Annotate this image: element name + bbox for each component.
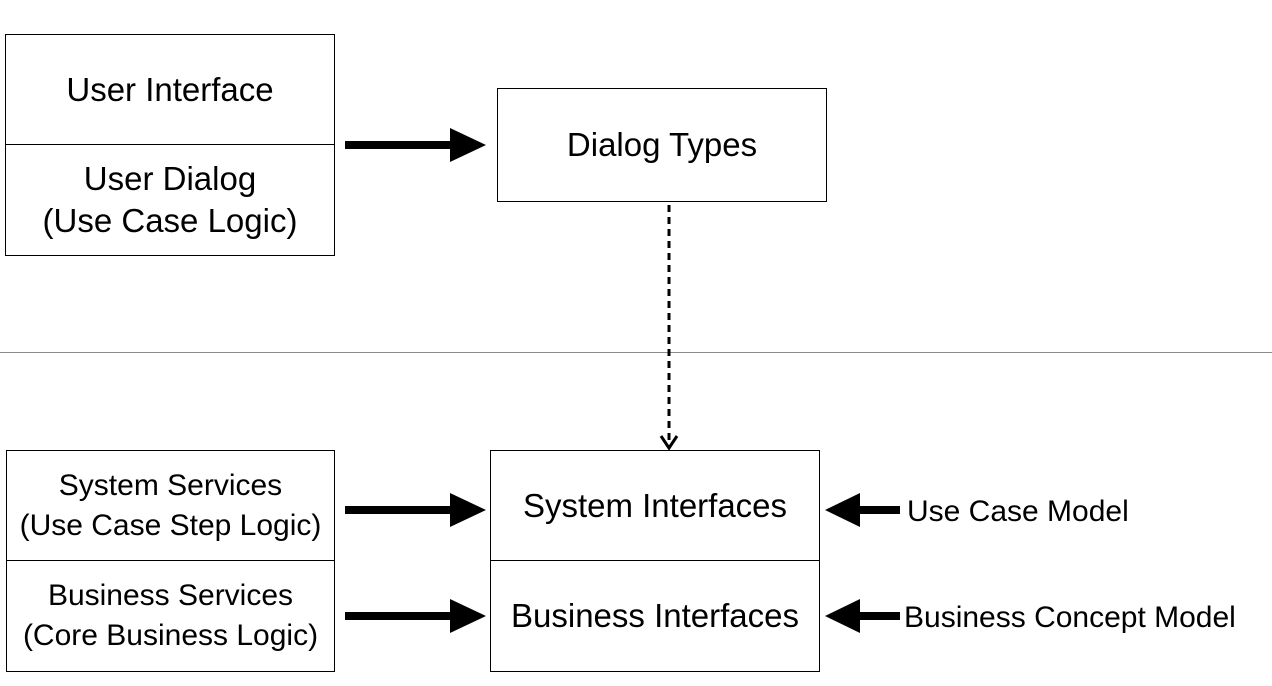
business-services-cell: Business Services (Core Business Logic) — [7, 561, 334, 671]
box-divider — [491, 560, 819, 561]
services-box: System Services (Use Case Step Logic) Bu… — [6, 450, 335, 672]
dialog-types-box: Dialog Types — [497, 88, 827, 202]
user-interface-dialog-box: User Interface User Dialog (Use Case Log… — [5, 34, 335, 256]
business-interfaces-cell: Business Interfaces — [491, 561, 819, 671]
arrow-business-concept-model-to-business-interfaces — [825, 599, 900, 633]
interfaces-box: System Interfaces Business Interfaces — [490, 450, 820, 672]
arrow-ui-to-dialog-types — [345, 128, 486, 162]
arrow-use-case-model-to-system-interfaces — [825, 493, 900, 527]
dialog-types-label: Dialog Types — [566, 126, 758, 163]
dashed-arrow-dialog-types-to-system-interfaces — [659, 205, 679, 451]
arrow-system-services-to-interfaces — [345, 493, 486, 527]
user-dialog-label: User Dialog (Use Case Logic) — [42, 160, 298, 239]
business-concept-model-label: Business Concept Model — [904, 601, 1236, 634]
system-services-label: System Services (Use Case Step Logic) — [19, 468, 322, 542]
business-interfaces-label: Business Interfaces — [511, 597, 799, 634]
system-services-cell: System Services (Use Case Step Logic) — [7, 451, 334, 560]
system-interfaces-label: System Interfaces — [522, 486, 788, 524]
dialog-types-cell: Dialog Types — [498, 89, 826, 201]
user-interface-label: User Interface — [66, 70, 274, 108]
box-divider — [6, 144, 334, 145]
business-services-label: Business Services (Core Business Logic) — [22, 579, 319, 652]
user-dialog-cell: User Dialog (Use Case Logic) — [6, 145, 334, 255]
use-case-model-label: Use Case Model — [907, 495, 1129, 528]
arrow-business-services-to-interfaces — [345, 599, 486, 633]
layer-separator-line — [0, 352, 1272, 353]
user-interface-cell: User Interface — [6, 35, 334, 144]
system-interfaces-cell: System Interfaces — [491, 451, 819, 560]
box-divider — [7, 560, 334, 561]
